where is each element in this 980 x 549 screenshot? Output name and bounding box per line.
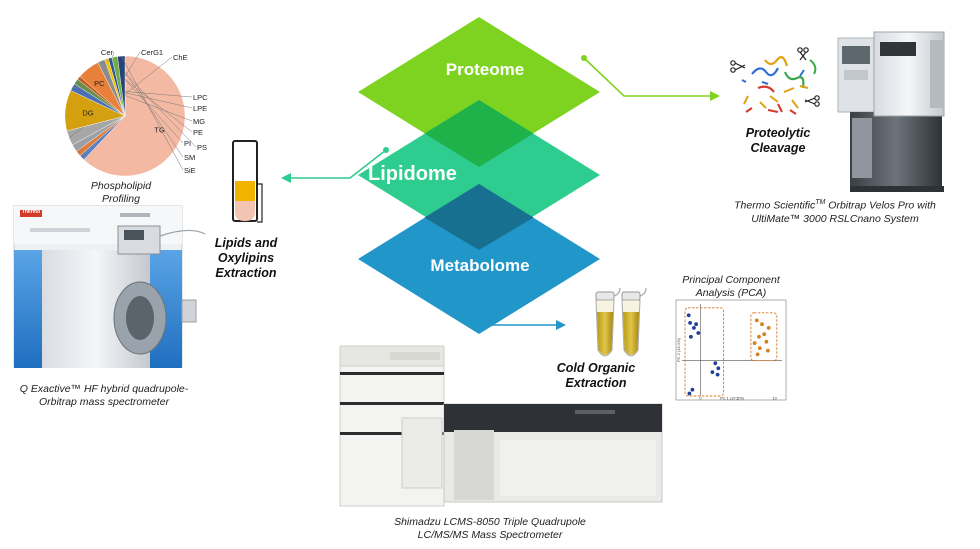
pca-y-axis-label: PC 2 (16.1%) bbox=[676, 337, 681, 362]
q-exactive-instrument-image bbox=[13, 205, 206, 368]
pie-label-lpe: LPE bbox=[193, 104, 207, 113]
pie-label-ps: PS bbox=[197, 143, 207, 152]
pca-point bbox=[752, 341, 757, 345]
caption-text: Orbitrap Velos Pro with bbox=[825, 199, 936, 212]
caption-line: UltiMate™ 3000 RSLCnano System bbox=[751, 212, 919, 225]
proteome-lipidome-overlap bbox=[424, 100, 534, 167]
caption-line: Principal Component bbox=[682, 274, 780, 286]
pie-label-sm: SM bbox=[184, 153, 195, 162]
caption-line: LC/MS/MS Mass Spectrometer bbox=[417, 529, 563, 541]
shimadzu-caption: Shimadzu LCMS-8050 Triple Quadrupole LC/… bbox=[360, 516, 620, 542]
pca-x-tick-label: 10 bbox=[772, 396, 777, 401]
pca-point bbox=[757, 334, 761, 339]
caption-line: Thermo ScientificTM Orbitrap Velos Pro w… bbox=[700, 196, 970, 213]
pie-leader-line bbox=[120, 55, 184, 171]
caption-line: Cold Organic bbox=[556, 361, 636, 375]
pca-point bbox=[762, 332, 767, 337]
caption-line: Phospholipid bbox=[90, 180, 152, 192]
proteolytic-cleavage-caption: Proteolytic Cleavage bbox=[728, 126, 828, 156]
q-exactive-caption: Q Exactive™ HF hybrid quadrupole- Orbitr… bbox=[4, 383, 204, 409]
metabolome-diamond bbox=[358, 184, 600, 334]
connector-arrows bbox=[281, 55, 720, 330]
pca-point bbox=[686, 313, 691, 318]
pie-label-dg: DG bbox=[82, 109, 93, 118]
pie-label-sie: SiE bbox=[184, 166, 196, 175]
pca-point bbox=[687, 391, 692, 396]
phospholipid-profiling-caption: Phospholipid Profiling bbox=[66, 180, 176, 206]
pca-point bbox=[692, 326, 696, 330]
pie-label-cer: Cer bbox=[101, 48, 114, 57]
pca-group-box-blue bbox=[684, 307, 724, 397]
pca-point bbox=[696, 331, 701, 335]
pie-label-lpc: LPC bbox=[193, 93, 208, 102]
pie-label-pc: PC bbox=[94, 79, 105, 88]
instrument-brand-badge: Thermo bbox=[21, 209, 41, 215]
pca-point bbox=[766, 348, 770, 353]
caption-line: Analysis (PCA) bbox=[695, 287, 767, 299]
pca-point bbox=[710, 370, 715, 374]
pca-point bbox=[764, 339, 769, 344]
cold-organic-extraction-caption: Cold Organic Extraction bbox=[546, 361, 646, 391]
lipidome-diamond bbox=[358, 100, 600, 250]
peptide-scissors-icon bbox=[730, 47, 820, 115]
trademark-sup: TM bbox=[815, 199, 826, 206]
pca-point bbox=[760, 322, 764, 327]
lipidome-label: Lipidome bbox=[368, 163, 457, 185]
lipidome-metabolome-overlap bbox=[424, 184, 534, 250]
pie-label-pi: PI bbox=[184, 139, 191, 148]
caption-line: Lipids and bbox=[214, 236, 278, 250]
proteome-label: Proteome bbox=[445, 60, 525, 79]
pca-group-box-orange bbox=[750, 312, 778, 362]
pca-x-axis-label: PC 1 (37.1%) bbox=[720, 396, 745, 401]
caption-text: Thermo Scientific bbox=[734, 199, 816, 212]
orbitrap-velos-caption: Thermo ScientificTM Orbitrap Velos Pro w… bbox=[700, 196, 970, 226]
pca-scatter-plot: 0 5 10 PC 1 (37.1%) PC 2 (16.1%) bbox=[675, 299, 787, 401]
metabolome-label: Metabolome bbox=[430, 256, 530, 275]
pca-point bbox=[713, 361, 718, 366]
caption-line: Extraction bbox=[215, 266, 277, 280]
pie-label-mg: MG bbox=[193, 117, 205, 126]
arrow-to-proteolytic-icon bbox=[581, 55, 720, 101]
orbitrap-velos-instrument-image bbox=[837, 31, 945, 192]
pca-point bbox=[715, 372, 720, 377]
caption-line: Proteolytic bbox=[745, 126, 811, 140]
proteome-diamond bbox=[358, 17, 600, 167]
caption-line: Cleavage bbox=[750, 141, 806, 155]
caption-line: Oxylipins bbox=[217, 251, 275, 265]
caption-line: Profiling bbox=[102, 193, 140, 205]
pie-label-cerg1: CerG1 bbox=[141, 48, 163, 57]
pie-label-che: ChE bbox=[173, 53, 188, 62]
caption-line: Extraction bbox=[565, 376, 627, 390]
pie-label-pe: PE bbox=[193, 128, 203, 137]
pca-point bbox=[688, 321, 692, 325]
caption-line: Orbitrap mass spectrometer bbox=[38, 396, 170, 408]
pca-point bbox=[716, 366, 721, 371]
pca-point bbox=[754, 318, 759, 323]
pca-point bbox=[694, 322, 698, 327]
shimadzu-lcms-instrument-image bbox=[339, 345, 663, 507]
pca-point bbox=[755, 352, 760, 357]
caption-line: Q Exactive™ HF hybrid quadrupole- bbox=[19, 383, 189, 395]
pca-x-tick-label: 0 bbox=[699, 396, 702, 401]
pie-slice-tg bbox=[83, 55, 186, 177]
pca-point bbox=[766, 326, 771, 330]
test-tube-icon bbox=[232, 140, 263, 223]
extraction-tubes-icon bbox=[595, 287, 647, 357]
pca-point bbox=[689, 334, 693, 339]
arrow-to-lipids-extraction-icon bbox=[281, 147, 389, 183]
pca-title: Principal Component Analysis (PCA) bbox=[666, 274, 796, 300]
arrow-to-cold-extraction-icon bbox=[453, 296, 566, 330]
pie-label-tg: TG bbox=[154, 126, 165, 135]
pca-point bbox=[690, 387, 695, 392]
caption-line: Shimadzu LCMS-8050 Triple Quadrupole bbox=[394, 516, 586, 528]
pca-point bbox=[757, 346, 762, 350]
omics-diamonds bbox=[358, 17, 600, 334]
pca-x-tick-label: 5 bbox=[736, 396, 739, 401]
lipids-extraction-caption: Lipids and Oxylipins Extraction bbox=[198, 236, 294, 281]
